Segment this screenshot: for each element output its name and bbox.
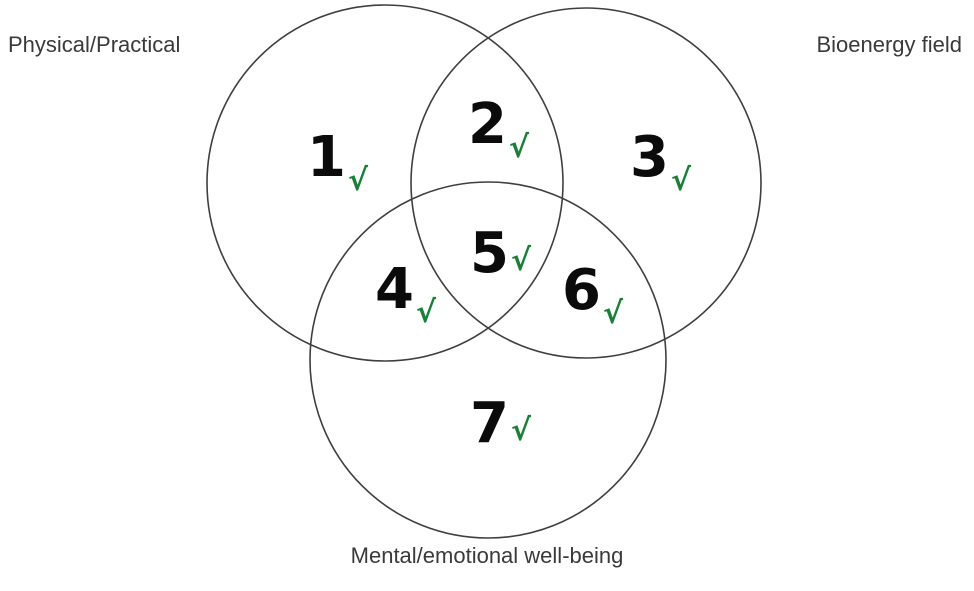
region-number: 4 (375, 257, 414, 322)
circle-bioenergy-field (410, 7, 762, 359)
region-6-bioenergy-mental: 6 √ (562, 263, 623, 329)
set-label-physical-practical: Physical/Practical (8, 32, 181, 57)
region-number: 3 (630, 125, 669, 190)
check-icon: √ (508, 130, 529, 165)
region-number: 7 (470, 391, 509, 456)
check-icon: √ (415, 295, 436, 330)
region-number: 5 (470, 221, 509, 286)
region-7-mental-only: 7 √ (470, 396, 531, 452)
set-label-mental-emotional: Mental/emotional well-being (350, 543, 624, 568)
circle-physical-practical (206, 4, 564, 362)
check-icon: √ (670, 163, 691, 198)
check-icon: √ (510, 413, 531, 448)
circle-mental-emotional (309, 181, 667, 539)
region-2-physical-bioenergy: 2 √ (468, 97, 529, 163)
region-number: 6 (562, 258, 601, 323)
check-icon: √ (602, 296, 623, 331)
region-3-bioenergy-only: 3 √ (630, 130, 691, 196)
set-label-bioenergy-field: Bioenergy field (816, 32, 962, 57)
check-icon: √ (510, 243, 531, 278)
region-4-physical-mental: 4 √ (375, 262, 436, 328)
region-5-all-three: 5 √ (470, 226, 531, 282)
region-number: 2 (468, 92, 507, 157)
region-number: 1 (307, 125, 346, 190)
region-1-physical-only: 1 √ (307, 130, 368, 196)
check-icon: √ (347, 163, 368, 198)
